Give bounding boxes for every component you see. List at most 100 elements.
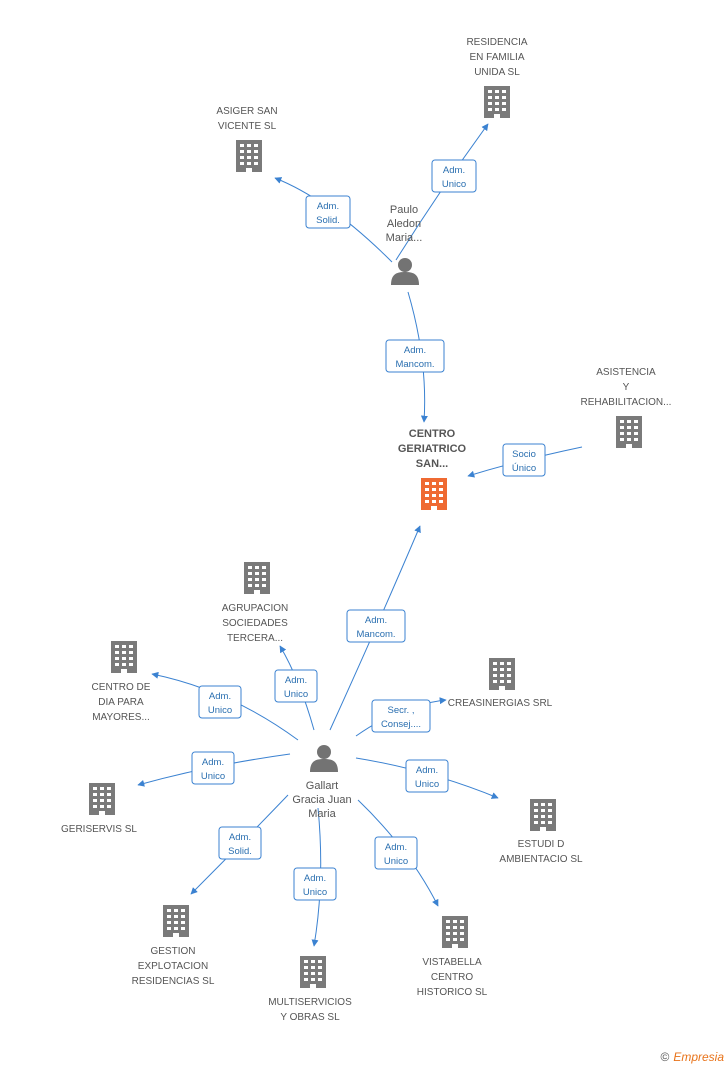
edge-label-gallart-estudi[interactable]: Adm. Unico <box>405 759 449 793</box>
building-icon <box>489 658 515 690</box>
svg-text:GERIATRICO: GERIATRICO <box>398 443 467 455</box>
edge-label-gallart-multiservicios[interactable]: Adm. Unico <box>293 867 337 901</box>
svg-text:Adm.: Adm. <box>202 757 224 768</box>
node-residencia[interactable]: RESIDENCIA EN FAMILIA UNIDA SL <box>466 37 528 118</box>
edge-label-gallart-gestion[interactable]: Adm. Solid. <box>218 826 262 860</box>
svg-text:GESTION: GESTION <box>150 946 195 957</box>
node-gestion[interactable]: GESTION EXPLOTACION RESIDENCIAS SL <box>132 905 215 987</box>
svg-text:RESIDENCIAS SL: RESIDENCIAS SL <box>132 976 215 987</box>
svg-text:Unico: Unico <box>208 705 232 716</box>
svg-text:Adm.: Adm. <box>404 345 426 356</box>
building-icon <box>244 562 270 594</box>
svg-text:SAN...: SAN... <box>416 458 448 470</box>
building-icon <box>530 799 556 831</box>
person-icon <box>391 258 419 285</box>
svg-text:Solid.: Solid. <box>316 215 340 226</box>
svg-text:Solid.: Solid. <box>228 846 252 857</box>
edge-label-paulo-centro[interactable]: Adm. Mancom. <box>385 339 445 373</box>
building-icon <box>484 86 510 118</box>
node-creasinergias[interactable]: CREASINERGIAS SRL <box>448 658 553 709</box>
node-paulo[interactable]: Paulo Aledon Maria... <box>386 204 423 285</box>
svg-text:Aledon: Aledon <box>387 218 421 230</box>
node-geriservis[interactable]: GERISERVIS SL <box>61 783 137 835</box>
node-gallart[interactable]: Gallart Gracia Juan Maria <box>292 745 352 820</box>
svg-text:Adm.: Adm. <box>385 842 407 853</box>
building-icon <box>163 905 189 937</box>
svg-text:MAYORES...: MAYORES... <box>92 712 150 723</box>
edge-label-asistencia-centro[interactable]: Socio Único <box>502 443 546 477</box>
svg-text:Adm.: Adm. <box>416 765 438 776</box>
svg-text:EXPLOTACION: EXPLOTACION <box>138 961 208 972</box>
svg-text:Unico: Unico <box>415 779 439 790</box>
edge-label-gallart-agrupacion[interactable]: Adm. Unico <box>274 669 318 703</box>
node-asiger[interactable]: ASIGER SAN VICENTE SL <box>216 106 278 172</box>
edge-label-gallart-centro-dia[interactable]: Adm. Unico <box>198 685 242 719</box>
nodes: RESIDENCIA EN FAMILIA UNIDA SL ASIGER SA… <box>61 37 671 1023</box>
svg-text:ASIGER SAN: ASIGER SAN <box>216 106 277 117</box>
svg-text:Maria...: Maria... <box>386 232 423 244</box>
svg-text:Y OBRAS SL: Y OBRAS SL <box>280 1012 340 1023</box>
edge-label-paulo-asiger[interactable]: Adm. Solid. <box>305 195 351 229</box>
svg-text:CENTRO: CENTRO <box>431 972 473 983</box>
svg-text:Maria: Maria <box>308 808 336 820</box>
node-multiservicios[interactable]: MULTISERVICIOS Y OBRAS SL <box>268 956 352 1023</box>
svg-text:CENTRO DE: CENTRO DE <box>92 682 151 693</box>
svg-text:UNIDA SL: UNIDA SL <box>474 67 520 78</box>
svg-text:CENTRO: CENTRO <box>409 428 456 440</box>
brand-name: Empresia <box>673 1050 724 1064</box>
edge-label-gallart-vistabella[interactable]: Adm. Unico <box>374 836 418 870</box>
svg-text:HISTORICO SL: HISTORICO SL <box>417 987 488 998</box>
edge-labels: Adm. Unico Adm. Solid. Adm. Mancom. Soci… <box>191 159 546 901</box>
svg-text:VISTABELLA: VISTABELLA <box>422 957 482 968</box>
svg-text:Adm.: Adm. <box>443 165 465 176</box>
building-icon <box>442 916 468 948</box>
svg-text:AMBIENTACIO SL: AMBIENTACIO SL <box>499 854 583 865</box>
svg-text:SOCIEDADES: SOCIEDADES <box>222 618 288 629</box>
node-estudi[interactable]: ESTUDI D AMBIENTACIO SL <box>499 799 583 865</box>
svg-text:Unico: Unico <box>384 856 408 867</box>
building-icon <box>236 140 262 172</box>
svg-text:Unico: Unico <box>201 771 225 782</box>
svg-text:Secr. ,: Secr. , <box>388 705 415 716</box>
node-asistencia[interactable]: ASISTENCIA Y REHABILITACION... <box>581 367 672 448</box>
edge-label-gallart-centro[interactable]: Adm. Mancom. <box>346 609 406 643</box>
svg-text:Adm.: Adm. <box>229 832 251 843</box>
svg-text:Consej....: Consej.... <box>381 719 421 730</box>
copyright-symbol: © <box>660 1050 670 1064</box>
building-icon <box>300 956 326 988</box>
svg-text:ASISTENCIA: ASISTENCIA <box>596 367 656 378</box>
svg-text:Adm.: Adm. <box>209 691 231 702</box>
edge-label-gallart-geriservis[interactable]: Adm. Unico <box>191 751 235 785</box>
svg-text:Paulo: Paulo <box>390 204 418 216</box>
svg-text:ESTUDI D: ESTUDI D <box>518 839 565 850</box>
svg-text:Gracia Juan: Gracia Juan <box>292 794 351 806</box>
brand-footer[interactable]: ©Empresia <box>660 1050 724 1064</box>
svg-text:REHABILITACION...: REHABILITACION... <box>581 397 672 408</box>
person-icon <box>310 745 338 772</box>
svg-text:Mancom.: Mancom. <box>356 629 395 640</box>
svg-text:TERCERA...: TERCERA... <box>227 633 283 644</box>
svg-text:CREASINERGIAS SRL: CREASINERGIAS SRL <box>448 698 553 709</box>
edge-label-paulo-residencia[interactable]: Adm. Unico <box>431 159 477 193</box>
svg-text:EN FAMILIA: EN FAMILIA <box>469 52 524 63</box>
svg-text:Gallart: Gallart <box>306 780 338 792</box>
building-icon <box>111 641 137 673</box>
svg-text:VICENTE SL: VICENTE SL <box>218 121 277 132</box>
svg-text:Adm.: Adm. <box>285 675 307 686</box>
svg-text:DIA PARA: DIA PARA <box>98 697 144 708</box>
svg-text:MULTISERVICIOS: MULTISERVICIOS <box>268 997 352 1008</box>
node-vistabella[interactable]: VISTABELLA CENTRO HISTORICO SL <box>417 916 488 998</box>
node-agrupacion[interactable]: AGRUPACION SOCIEDADES TERCERA... <box>222 562 289 644</box>
node-centro-geriatrico[interactable]: CENTRO GERIATRICO SAN... <box>398 428 467 510</box>
edge-label-gallart-creasinergias[interactable]: Secr. , Consej.... <box>371 699 431 733</box>
svg-text:Unico: Unico <box>284 689 308 700</box>
svg-text:Unico: Unico <box>442 179 466 190</box>
svg-text:Adm.: Adm. <box>304 873 326 884</box>
svg-text:GERISERVIS SL: GERISERVIS SL <box>61 824 137 835</box>
svg-text:Mancom.: Mancom. <box>395 359 434 370</box>
svg-text:Unico: Unico <box>303 887 327 898</box>
node-centro-dia[interactable]: CENTRO DE DIA PARA MAYORES... <box>92 641 151 723</box>
svg-text:Adm.: Adm. <box>317 201 339 212</box>
svg-text:Único: Único <box>512 463 536 474</box>
